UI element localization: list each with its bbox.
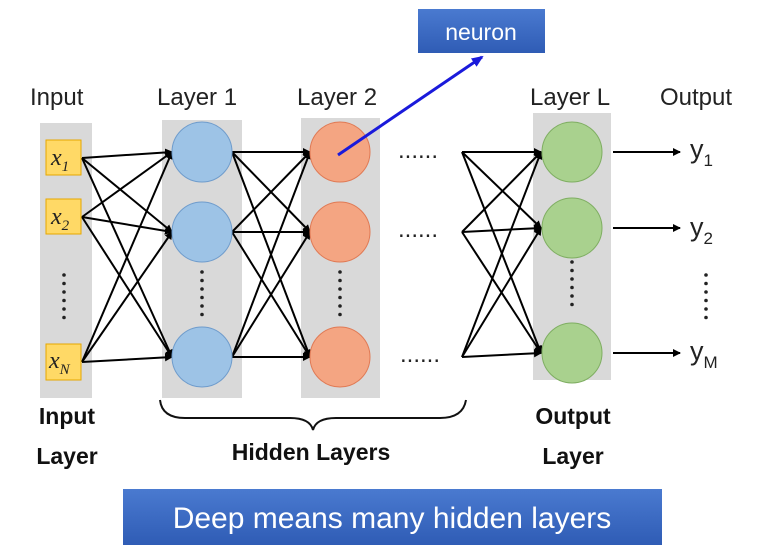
layer2-neuron <box>309 326 371 388</box>
layerL-neuron <box>541 121 603 183</box>
neurons <box>171 121 603 388</box>
banner-text: Deep means many hidden layers <box>173 502 612 535</box>
layer1-neuron <box>171 326 233 388</box>
layerL-neuron <box>541 322 603 384</box>
connection-edge <box>81 157 173 233</box>
ellipsis-dot <box>338 287 342 291</box>
connection-edge <box>231 231 311 358</box>
ellipsis-dot <box>62 281 66 286</box>
ellipsis-row-3: ...... <box>400 341 440 368</box>
output-layer-label-2: Layer <box>542 443 603 469</box>
ellipsis-dot <box>200 278 204 283</box>
ellipsis-row-2: ...... <box>398 216 438 243</box>
output-yM: yM <box>690 336 718 372</box>
ellipsis-dot <box>200 270 204 274</box>
hidden-layers-label: Hidden Layers <box>232 439 391 465</box>
ellipsis-dot <box>62 290 66 294</box>
ellipsis-dot <box>200 287 204 291</box>
header-layer1: Layer 1 <box>157 84 237 111</box>
ellipsis-dot <box>704 273 708 277</box>
svg-text:xN: xN <box>48 348 71 378</box>
vertical-ellipses <box>62 260 708 320</box>
neuron-callout-box <box>418 9 545 53</box>
connection-edge <box>461 227 542 358</box>
connection-edge <box>81 151 173 363</box>
connection-edge <box>461 349 542 358</box>
connection-edge <box>81 353 173 363</box>
ellipsis-dot <box>200 304 204 308</box>
input-layer-label-2: Layer <box>36 443 97 469</box>
svg-text:x1: x1 <box>50 145 69 175</box>
ellipsis-dot <box>338 278 342 283</box>
connection-edge <box>461 224 542 233</box>
ellipsis-row-1: ...... <box>398 137 438 164</box>
header-layerL: Layer L <box>530 84 610 111</box>
ellipsis-dot <box>570 268 574 273</box>
header-layer2: Layer 2 <box>297 84 377 111</box>
connection-edge <box>81 231 173 363</box>
ellipsis-dot <box>62 315 66 320</box>
ellipsis-dot <box>570 277 574 281</box>
ellipsis-dot <box>62 273 66 277</box>
connection-edge <box>81 216 173 235</box>
connection-edge <box>461 151 542 229</box>
input-xN: xN <box>45 343 82 381</box>
connection-edge <box>231 151 312 358</box>
ellipsis-dot <box>570 302 574 307</box>
ellipsis-dot <box>62 298 66 303</box>
connection-edge <box>461 151 543 358</box>
input-layer-label: Input <box>39 403 96 429</box>
header-output: Output <box>660 84 732 111</box>
ellipsis-dot <box>200 312 204 317</box>
ellipsis-dot <box>338 295 342 300</box>
output-y2: y2 <box>690 212 713 248</box>
svg-text:x2: x2 <box>50 204 70 234</box>
connection-edge <box>231 151 311 233</box>
ellipsis-dot <box>704 290 708 294</box>
ellipsis-dot <box>570 285 574 290</box>
ellipsis-dot <box>338 270 342 274</box>
neuron-callout-arrow <box>337 55 484 157</box>
neuron-callout-text: neuron <box>445 19 517 45</box>
ellipsis-dot <box>704 281 708 286</box>
connection-edge <box>81 148 173 159</box>
connections <box>81 148 543 363</box>
connection-edge <box>81 216 173 358</box>
connection-edge <box>81 151 173 218</box>
layer2-neuron <box>309 201 371 263</box>
layer1-neuron <box>171 121 233 183</box>
output-layer-label: Output <box>535 403 611 429</box>
ellipsis-dot <box>704 307 708 311</box>
ellipsis-dot <box>338 304 342 308</box>
header-input: Input <box>30 84 84 111</box>
ellipsis-dot <box>570 294 574 298</box>
layerL-neuron <box>541 197 603 259</box>
layer1-neuron <box>171 201 233 263</box>
banner-box <box>123 489 662 545</box>
input-x1: x1 <box>45 139 82 176</box>
ellipsis-dot <box>570 260 574 264</box>
ellipsis-dot <box>338 312 342 317</box>
ellipsis-dot <box>62 307 66 311</box>
input-x2: x2 <box>45 198 82 235</box>
ellipsis-dot <box>704 315 708 320</box>
ellipsis-dot <box>200 295 204 300</box>
connection-edge <box>461 151 542 233</box>
hidden-layers-brace <box>159 399 467 431</box>
ellipsis-dot <box>704 298 708 303</box>
output-y1: y1 <box>690 134 713 170</box>
